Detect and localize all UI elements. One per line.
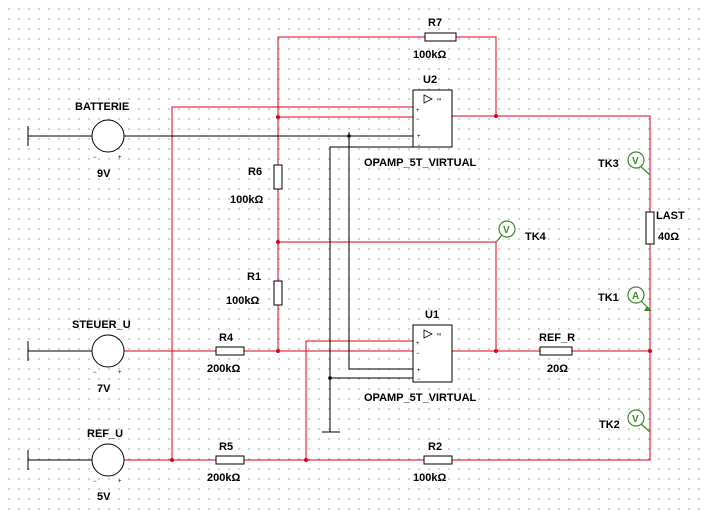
resistor-r2[interactable]: R2 100kΩ [413,441,453,484]
battery-label: REF_U [87,428,123,440]
resistor-label: R7 [428,17,442,29]
resistor-value: 100kΩ [226,295,259,307]
resistor-value: 200kΩ [207,472,240,484]
resistor-r7[interactable]: R7 100kΩ [413,17,457,61]
battery-value: 7V [97,383,111,395]
svg-text:∞: ∞ [437,97,441,103]
resistor-label: REF_R [539,332,575,344]
svg-text:−: − [416,117,420,123]
opamp-u2[interactable]: ∞ + − + − U2 OPAMP_5T_VIRTUAL [364,74,477,169]
resistor-r6[interactable]: R6 100kΩ [230,164,283,206]
svg-text:+: + [417,368,421,374]
battery-value: 5V [97,491,111,503]
wire-vminus-bus [329,146,413,432]
meter-tk4[interactable]: V TK4 [495,220,547,243]
battery-steuer-u[interactable]: − + STEUER_U 7V [72,319,131,395]
svg-text:+: + [416,341,420,347]
wire-left-bus [171,106,413,460]
svg-text:−: − [417,143,421,149]
resistor-value: 20Ω [547,363,568,375]
opamp-label: U1 [425,309,439,321]
battery-batterie[interactable]: − + BATTERIE 9V [75,101,129,180]
meter-symbol: V [632,414,639,425]
opamp-model: OPAMP_5T_VIRTUAL [364,392,477,404]
svg-text:−: − [417,377,421,383]
resistor-label: R6 [248,166,262,178]
wire-r7-right [456,36,497,116]
junctions [170,114,652,462]
battery-ref-u[interactable]: − + REF_U 5V [87,428,125,503]
meter-symbol: A [632,291,639,302]
resistor-value: 100kΩ [413,472,446,484]
opamp-label: U2 [423,74,437,86]
resistor-r1[interactable]: R1 100kΩ [226,271,283,307]
opamp-model: OPAMP_5T_VIRTUAL [364,157,477,169]
meter-label: TK2 [599,419,620,431]
meter-tk3[interactable]: V TK3 [598,151,651,176]
wire-vplus-bus [348,132,413,370]
svg-text:∞: ∞ [437,332,441,338]
opamp-u1[interactable]: ∞ + − + − U1 OPAMP_5T_VIRTUAL [364,309,477,404]
svg-text:+: + [118,479,122,485]
resistor-value: 200kΩ [207,363,240,375]
resistor-value: 40Ω [658,231,679,243]
resistor-label: R1 [247,271,261,283]
resistor-label: LAST [656,210,685,222]
resistor-label: R5 [219,441,233,453]
wire-r2-rail [452,420,651,461]
wire-u2-output [452,115,651,212]
wire-u1-noninv [305,340,413,460]
resistor-ref-r[interactable]: REF_R 20Ω [539,332,575,375]
resistor-last[interactable]: LAST 40Ω [645,210,685,245]
svg-text:−: − [416,351,420,357]
meter-symbol: V [632,156,639,167]
meter-label: TK3 [598,158,619,170]
wire-tk4-node [278,241,497,351]
meter-label: TK1 [598,292,619,304]
battery-label: BATTERIE [75,101,129,113]
black-wires [27,126,413,470]
resistor-r4[interactable]: R4 200kΩ [207,332,245,375]
black-junctions [328,134,351,380]
svg-text:−: − [93,479,97,485]
svg-text:+: + [118,370,122,376]
meter-tk2[interactable]: V TK2 [599,409,651,433]
svg-text:−: − [93,370,97,376]
meter-tk1[interactable]: A TK1 [598,286,652,311]
battery-label: STEUER_U [72,319,131,331]
resistor-value: 100kΩ [413,49,446,61]
battery-value: 9V [97,168,111,180]
meter-symbol: V [503,225,510,236]
svg-text:+: + [118,155,122,161]
svg-text:+: + [417,134,421,140]
resistor-label: R4 [219,332,234,344]
svg-text:+: + [416,108,420,114]
resistor-label: R2 [428,441,442,453]
resistor-value: 100kΩ [230,194,263,206]
resistor-r5[interactable]: R5 200kΩ [207,441,245,484]
svg-text:−: − [93,155,97,161]
meter-label: TK4 [525,231,547,243]
